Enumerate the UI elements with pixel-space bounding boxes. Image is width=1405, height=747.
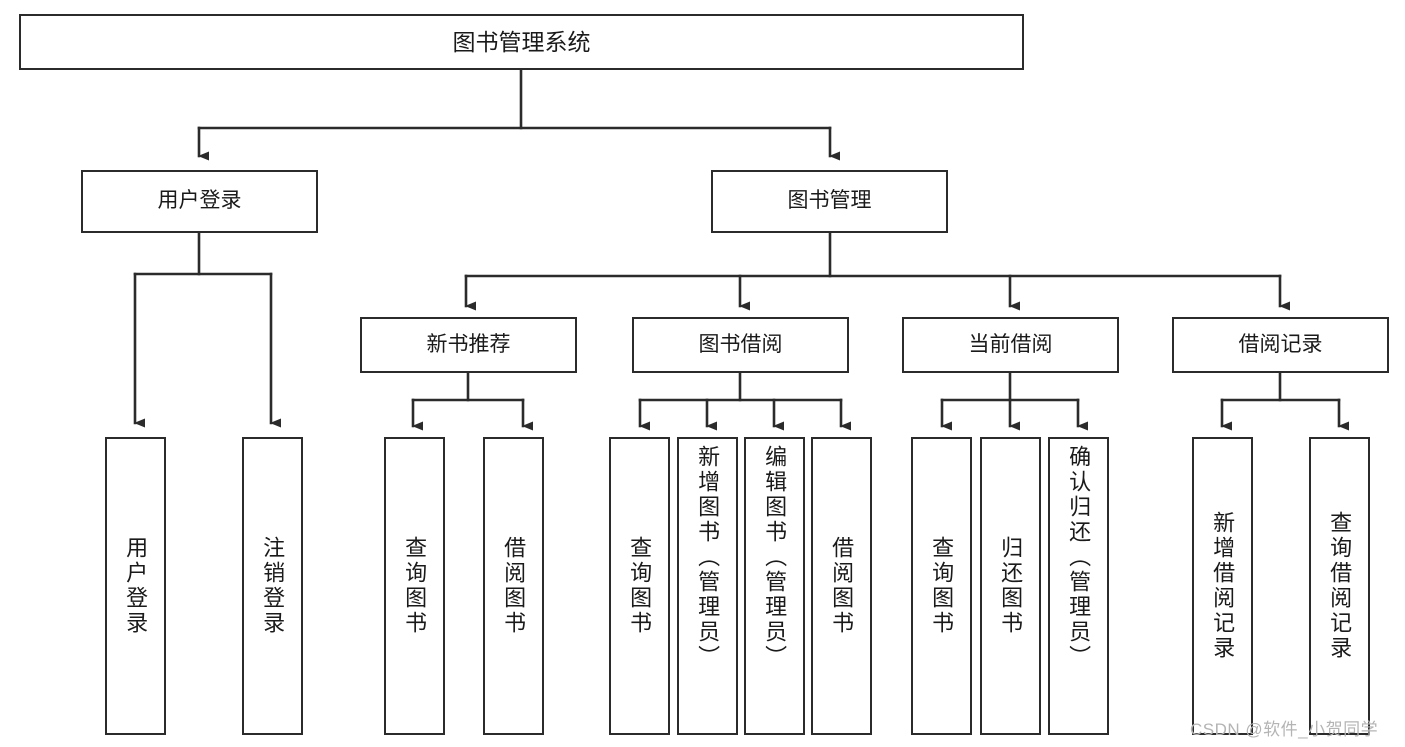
node-leaf-user-login[interactable]: 用户登录 bbox=[105, 437, 166, 735]
node-user-login[interactable]: 用户登录 bbox=[81, 170, 318, 233]
node-leaf-return-book[interactable]: 归还图书 bbox=[980, 437, 1041, 735]
node-borrow-record[interactable]: 借阅记录 bbox=[1172, 317, 1389, 373]
node-leaf-borrow-book-1-label: 借阅图书 bbox=[501, 536, 527, 636]
node-user-login-label: 用户登录 bbox=[157, 189, 242, 213]
node-new-book-recommend[interactable]: 新书推荐 bbox=[360, 317, 577, 373]
node-leaf-edit-book[interactable]: 编辑图书（管理员） bbox=[744, 437, 805, 735]
node-leaf-add-record[interactable]: 新增借阅记录 bbox=[1192, 437, 1253, 735]
node-root[interactable]: 图书管理系统 bbox=[19, 14, 1024, 70]
node-current-borrow-label: 当前借阅 bbox=[968, 332, 1053, 356]
watermark: CSDN @软件_小贺同学 bbox=[1190, 720, 1379, 739]
node-leaf-edit-book-label: 编辑图书（管理员） bbox=[762, 445, 788, 670]
node-leaf-query-book-1-label: 查询图书 bbox=[402, 536, 428, 636]
node-leaf-logout-label: 注销登录 bbox=[260, 536, 286, 636]
node-current-borrow[interactable]: 当前借阅 bbox=[902, 317, 1119, 373]
node-leaf-user-login-label: 用户登录 bbox=[123, 536, 149, 636]
node-root-label: 图书管理系统 bbox=[452, 28, 591, 55]
node-leaf-query-book-1[interactable]: 查询图书 bbox=[384, 437, 445, 735]
node-leaf-query-book-2-label: 查询图书 bbox=[627, 536, 653, 636]
node-leaf-logout[interactable]: 注销登录 bbox=[242, 437, 303, 735]
node-leaf-confirm-return-label: 确认归还（管理员） bbox=[1066, 445, 1092, 670]
node-leaf-confirm-return[interactable]: 确认归还（管理员） bbox=[1048, 437, 1109, 735]
node-leaf-add-book[interactable]: 新增图书（管理员） bbox=[677, 437, 738, 735]
node-leaf-add-book-label: 新增图书（管理员） bbox=[695, 445, 721, 670]
node-new-book-recommend-label: 新书推荐 bbox=[426, 332, 511, 356]
node-leaf-query-book-2[interactable]: 查询图书 bbox=[609, 437, 670, 735]
node-leaf-query-record[interactable]: 查询借阅记录 bbox=[1309, 437, 1370, 735]
node-leaf-add-record-label: 新增借阅记录 bbox=[1210, 511, 1236, 661]
node-borrow-record-label: 借阅记录 bbox=[1238, 332, 1323, 356]
node-leaf-query-book-3[interactable]: 查询图书 bbox=[911, 437, 972, 735]
node-leaf-borrow-book-1[interactable]: 借阅图书 bbox=[483, 437, 544, 735]
node-leaf-borrow-book-2[interactable]: 借阅图书 bbox=[811, 437, 872, 735]
node-book-management-label: 图书管理 bbox=[787, 189, 872, 213]
node-book-borrow[interactable]: 图书借阅 bbox=[632, 317, 849, 373]
node-book-management[interactable]: 图书管理 bbox=[711, 170, 948, 233]
node-leaf-borrow-book-2-label: 借阅图书 bbox=[829, 536, 855, 636]
node-book-borrow-label: 图书借阅 bbox=[698, 332, 783, 356]
node-leaf-return-book-label: 归还图书 bbox=[998, 536, 1024, 636]
node-leaf-query-book-3-label: 查询图书 bbox=[929, 536, 955, 636]
node-leaf-query-record-label: 查询借阅记录 bbox=[1327, 511, 1353, 661]
